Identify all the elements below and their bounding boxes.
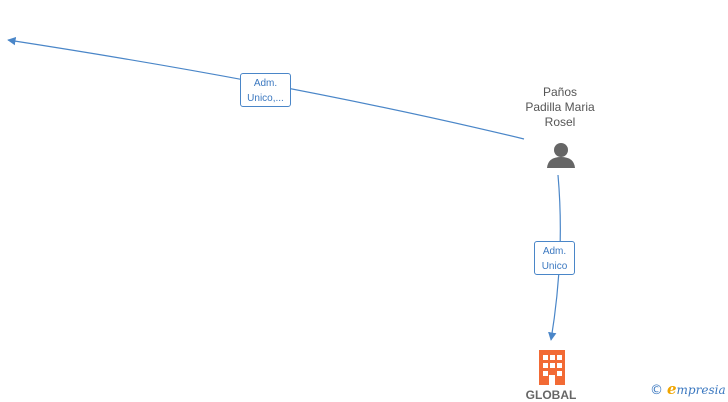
edge-label-admin-unico-down[interactable]: Adm. Unico [534, 241, 575, 275]
brand-e-letter: e [667, 380, 677, 398]
edge-label-2-line-2: Unico [541, 261, 568, 272]
brand-logo: © empresia [650, 380, 726, 398]
edge-label-1-line-2: Unico,... [247, 93, 284, 104]
building-icon[interactable] [539, 350, 565, 385]
person-icon[interactable] [547, 143, 575, 168]
person-name-line-3: Rosel [544, 115, 576, 129]
copyright-icon: © [650, 383, 663, 398]
person-name-line-2: Padilla Maria [525, 100, 595, 114]
edge-label-2-line-1: Adm. [542, 246, 567, 257]
person-node-name[interactable]: Paños Padilla Maria Rosel [505, 85, 615, 130]
company-node-name[interactable]: GLOBAL [525, 388, 577, 402]
brand-name-rest: mpresia [676, 383, 726, 397]
edge-label-admin-unico-left[interactable]: Adm. Unico,... [240, 73, 291, 107]
edge-label-1-line-1: Adm. [253, 78, 278, 89]
person-name-line-1: Paños [542, 85, 578, 99]
